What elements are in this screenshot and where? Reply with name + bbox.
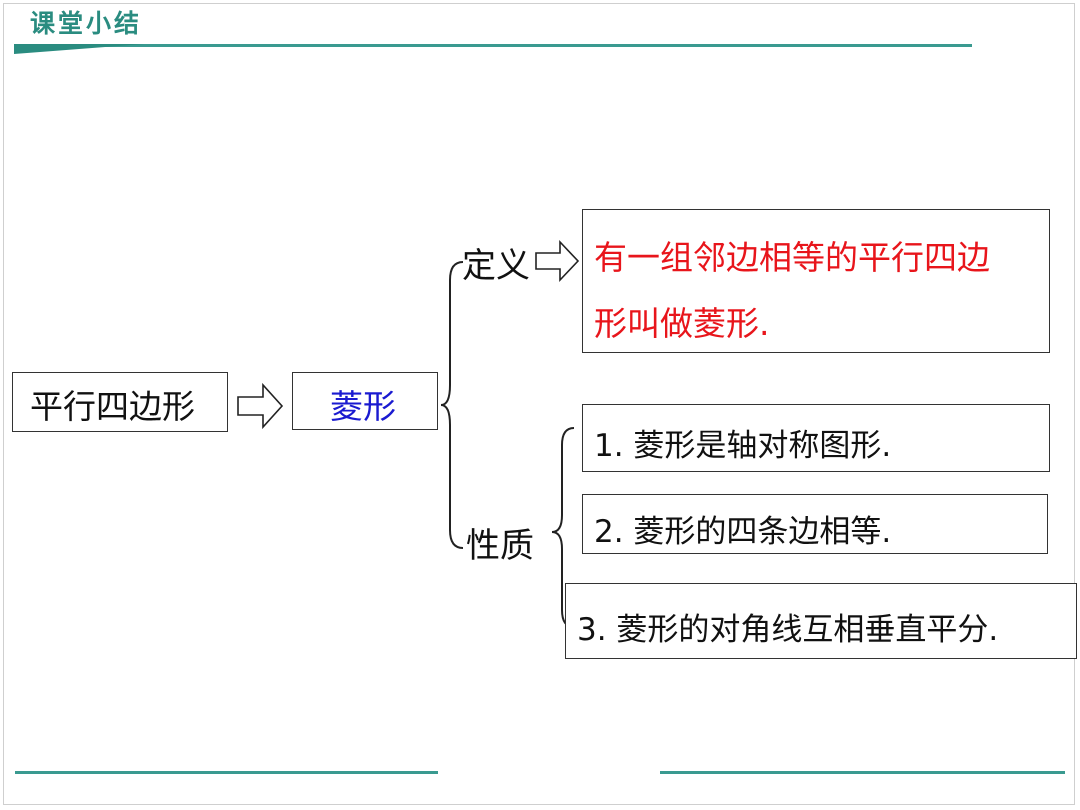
header-rule	[14, 44, 972, 47]
footer-rule-left	[15, 771, 438, 774]
definition-box	[582, 209, 1050, 353]
slide-frame	[3, 3, 1075, 805]
properties-brace	[551, 427, 575, 628]
arrow-definition	[535, 239, 580, 283]
header-accent	[14, 44, 144, 54]
topic-box	[292, 372, 438, 430]
property-item-1: 1. 菱形是轴对称图形.	[594, 428, 892, 464]
property-box-1	[582, 404, 1050, 472]
property-box-3	[565, 583, 1077, 659]
footer-rule-right	[660, 771, 1065, 774]
properties-label: 性质	[466, 526, 534, 566]
property-box-2	[582, 494, 1048, 554]
topic-label: 菱形	[330, 387, 396, 426]
definition-text-line1: 有一组邻边相等的平行四边	[594, 238, 990, 277]
definition-text-line2: 形叫做菱形.	[594, 304, 770, 343]
main-brace	[440, 261, 464, 549]
arrow-root-to-topic	[237, 382, 284, 430]
slide-title: 课堂小结	[30, 9, 143, 38]
definition-label: 定义	[462, 246, 530, 286]
property-item-3: 3. 菱形的对角线互相垂直平分.	[577, 612, 999, 648]
root-label: 平行四边形	[30, 387, 195, 426]
property-item-2: 2. 菱形的四条边相等.	[594, 514, 892, 550]
root-box	[12, 372, 228, 432]
